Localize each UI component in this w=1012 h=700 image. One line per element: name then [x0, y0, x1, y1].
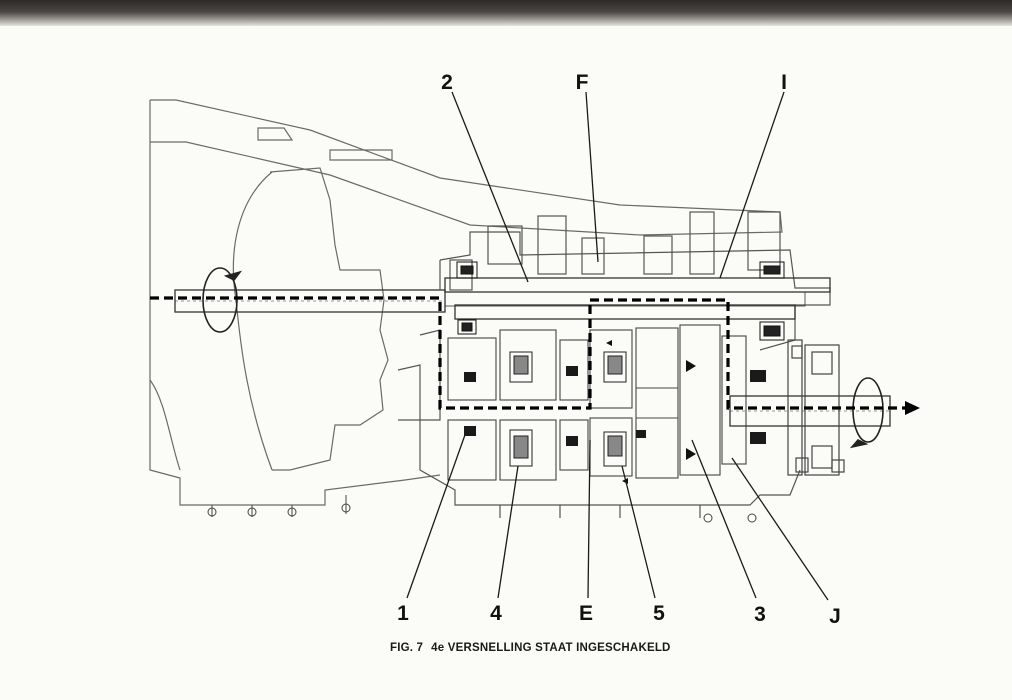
callout-F: F	[576, 71, 589, 94]
output-shaft	[729, 395, 891, 427]
output-rotation-arrow-icon	[849, 377, 884, 449]
leader-1	[406, 431, 467, 599]
lower-bearings	[464, 366, 766, 446]
figure-number: FIG. 7	[390, 642, 424, 654]
callout-3: 3	[754, 603, 766, 626]
input-shaft	[174, 289, 446, 313]
callout-I: I	[781, 71, 787, 94]
leader-E	[587, 439, 591, 599]
callout-2: 2	[441, 71, 453, 94]
callout-leaders	[406, 91, 829, 601]
figure-title: 4e VERSNELLING STAAT INGESCHAKELD	[431, 642, 671, 654]
flow-direction-marks	[606, 340, 696, 484]
callout-5: 5	[653, 602, 665, 625]
scan-edge-shadow	[0, 0, 1012, 26]
callout-4: 4	[490, 602, 502, 625]
input-rotation-arrow-icon	[202, 267, 243, 333]
leader-3	[691, 439, 757, 599]
gear-clusters	[447, 324, 747, 481]
power-flow-arrowhead-icon	[905, 401, 920, 415]
output-flange	[787, 339, 845, 476]
leader-J	[731, 457, 829, 601]
synchro-units	[509, 351, 627, 467]
main-shaft-bearings	[456, 261, 785, 341]
leader-I	[719, 91, 785, 279]
housing-bolts	[207, 495, 757, 523]
callout-1: 1	[397, 602, 409, 625]
figure-caption: FIG. 7 4e VERSNELLING STAAT INGESCHAKELD	[390, 642, 671, 654]
leader-5	[621, 465, 656, 599]
leader-F	[585, 91, 599, 263]
power-flow-path	[150, 296, 905, 410]
main-shaft	[444, 277, 831, 320]
clutch-housing	[149, 99, 783, 506]
leader-2	[451, 91, 529, 283]
leader-4	[497, 465, 519, 599]
callout-E: E	[579, 602, 593, 625]
callout-J: J	[829, 605, 841, 628]
